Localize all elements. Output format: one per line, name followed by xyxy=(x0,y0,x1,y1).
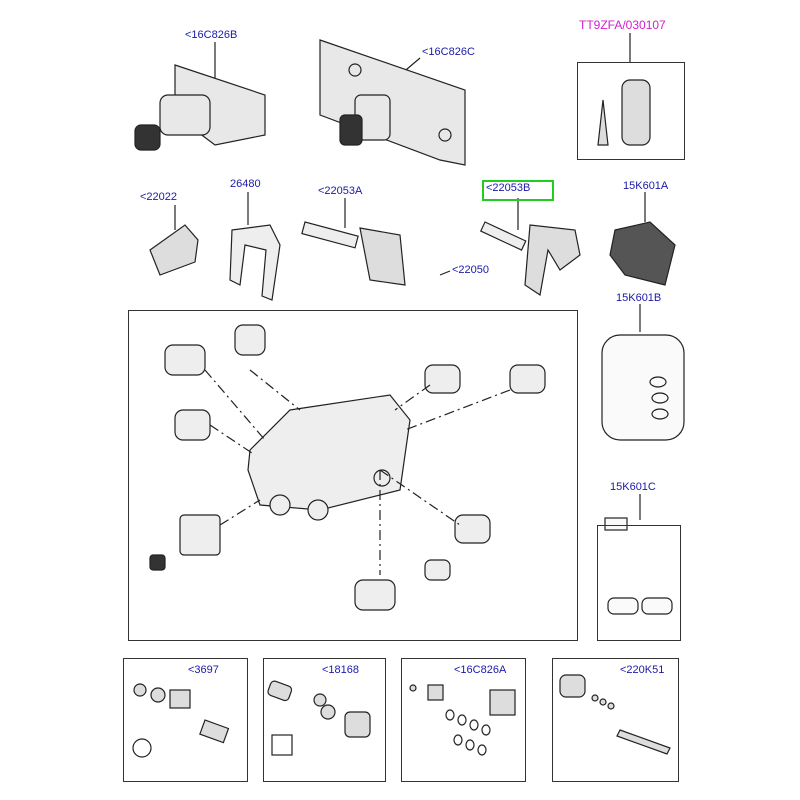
remote-insert-15K601C-drawing xyxy=(604,517,673,615)
repair-kit-16C826A-box xyxy=(401,658,526,782)
repair-kit-3697-drawing xyxy=(132,683,230,758)
repair-kit-3697-box xyxy=(123,658,248,782)
part-label-15K601C[interactable]: 15K601C xyxy=(610,481,656,493)
remote-cover-15K601B-drawing xyxy=(601,334,685,441)
lock-set-22050-box xyxy=(128,310,578,641)
selected-part-highlight xyxy=(482,180,554,201)
repair-kit-18168-box xyxy=(263,658,386,782)
key-22053B-drawing xyxy=(479,221,581,297)
part-label-22053A[interactable]: <22053A xyxy=(318,185,363,197)
part-label-22050[interactable]: <22050 xyxy=(452,264,490,276)
part-label-16C826A[interactable]: <16C826A xyxy=(454,664,507,676)
repair-kit-220K51-box xyxy=(552,658,679,782)
part-label-220K51[interactable]: <220K51 xyxy=(620,664,665,676)
sealant-kit-box xyxy=(577,62,685,160)
part-26480-drawing xyxy=(229,224,281,301)
sealant-kit-drawing xyxy=(597,79,651,146)
part-label-26480[interactable]: 26480 xyxy=(230,178,261,190)
part-16C826C-drawing xyxy=(319,39,466,166)
remote-insert-box xyxy=(597,525,681,641)
part-label-22053B[interactable]: <22053B xyxy=(486,182,531,194)
part-label-3697[interactable]: <3697 xyxy=(188,664,219,676)
part-label-15K601B[interactable]: 15K601B xyxy=(616,292,662,304)
part-label-18168[interactable]: <18168 xyxy=(322,664,360,676)
part-22022-drawing xyxy=(149,224,199,276)
kit-code-label[interactable]: TT9ZFA/030107 xyxy=(579,18,666,32)
key-22053A-drawing xyxy=(301,221,406,286)
lock-set-22050-drawing xyxy=(149,324,546,611)
remote-15K601A-drawing xyxy=(609,221,676,286)
part-label-22022[interactable]: <22022 xyxy=(140,191,178,203)
part-label-15K601A[interactable]: 15K601A xyxy=(623,180,669,192)
repair-kit-220K51-drawing xyxy=(559,674,671,755)
repair-kit-18168-drawing xyxy=(267,680,371,756)
repair-kit-16C826A-drawing xyxy=(409,684,516,756)
part-label-16C826C[interactable]: <16C826C xyxy=(422,46,475,58)
part-label-16C826B[interactable]: <16C826B xyxy=(185,29,238,41)
part-16C826B-drawing xyxy=(134,64,266,151)
